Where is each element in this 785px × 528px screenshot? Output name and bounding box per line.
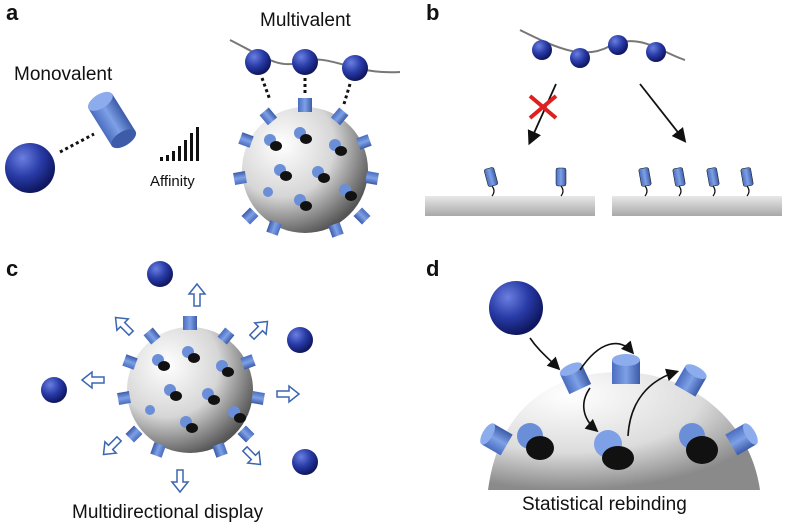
- outward-arrow-icon: [170, 469, 190, 494]
- outward-arrow-icon: [114, 316, 135, 337]
- ball-ligand-icon: [245, 49, 271, 75]
- rebinding-arrows: [529, 337, 680, 437]
- ball-ligand-icon: [292, 449, 318, 475]
- outward-arrow-icon: [276, 384, 301, 404]
- receptor-tops: [145, 346, 246, 433]
- panel-b: b: [425, 0, 782, 216]
- outward-arrow-icon: [80, 370, 105, 390]
- outward-arrows: [80, 282, 301, 494]
- ball-ligand-icon: [489, 281, 543, 335]
- surface-dense: [612, 196, 782, 216]
- outward-arrow-icon: [248, 320, 269, 341]
- receptor-spikes: [117, 316, 265, 458]
- panel-letter-c: c: [6, 256, 18, 281]
- binding-dots: [260, 77, 352, 105]
- nanoparticle-sphere-icon: [127, 327, 253, 453]
- ball-ligand-icon: [41, 377, 67, 403]
- outward-arrow-icon: [241, 445, 262, 466]
- ball-ligand-icon: [292, 49, 318, 75]
- ball-ligand-icon: [532, 40, 552, 60]
- monovalent-label: Monovalent: [14, 64, 113, 85]
- panel-letter-a: a: [6, 0, 19, 25]
- multivalent-label: Multivalent: [260, 10, 352, 31]
- multidirectional-caption: Multidirectional display: [72, 502, 264, 523]
- receptor-linkers: [491, 185, 750, 197]
- affinity-label: Affinity: [150, 173, 195, 190]
- receptor-spikes: [233, 98, 379, 238]
- panel-d: d: [426, 256, 760, 515]
- ball-ligand-icon: [646, 42, 666, 62]
- ball-ligand-icon: [570, 48, 590, 68]
- receptor-tops: [263, 127, 357, 211]
- cylinder-receptor-icon: [87, 91, 137, 149]
- outward-arrow-icon: [187, 282, 207, 307]
- binding-dots: [59, 132, 95, 154]
- surface-receptors: [484, 167, 754, 187]
- panel-letter-d: d: [426, 256, 439, 281]
- rebinding-caption: Statistical rebinding: [522, 494, 687, 515]
- panel-c: c: [6, 256, 318, 523]
- red-cross-icon: [528, 94, 558, 120]
- ball-ligand-icon: [147, 261, 173, 287]
- ball-ligand-icon: [342, 55, 368, 81]
- panel-letter-b: b: [426, 0, 439, 25]
- binding-arrow: [639, 83, 687, 143]
- ball-ligand-icon: [608, 35, 628, 55]
- blocked-arrow: [527, 83, 557, 146]
- panel-a: a Monovalent Multivalent Affinity: [5, 0, 401, 238]
- ball-ligand-icon: [5, 143, 55, 193]
- signal-bars-icon: [160, 127, 199, 161]
- outward-arrow-icon: [102, 435, 123, 456]
- ball-ligand-icon: [287, 327, 313, 353]
- nanoparticle-sphere-icon: [242, 107, 368, 233]
- surface-sparse: [425, 196, 595, 216]
- dome-receptors: [480, 354, 758, 470]
